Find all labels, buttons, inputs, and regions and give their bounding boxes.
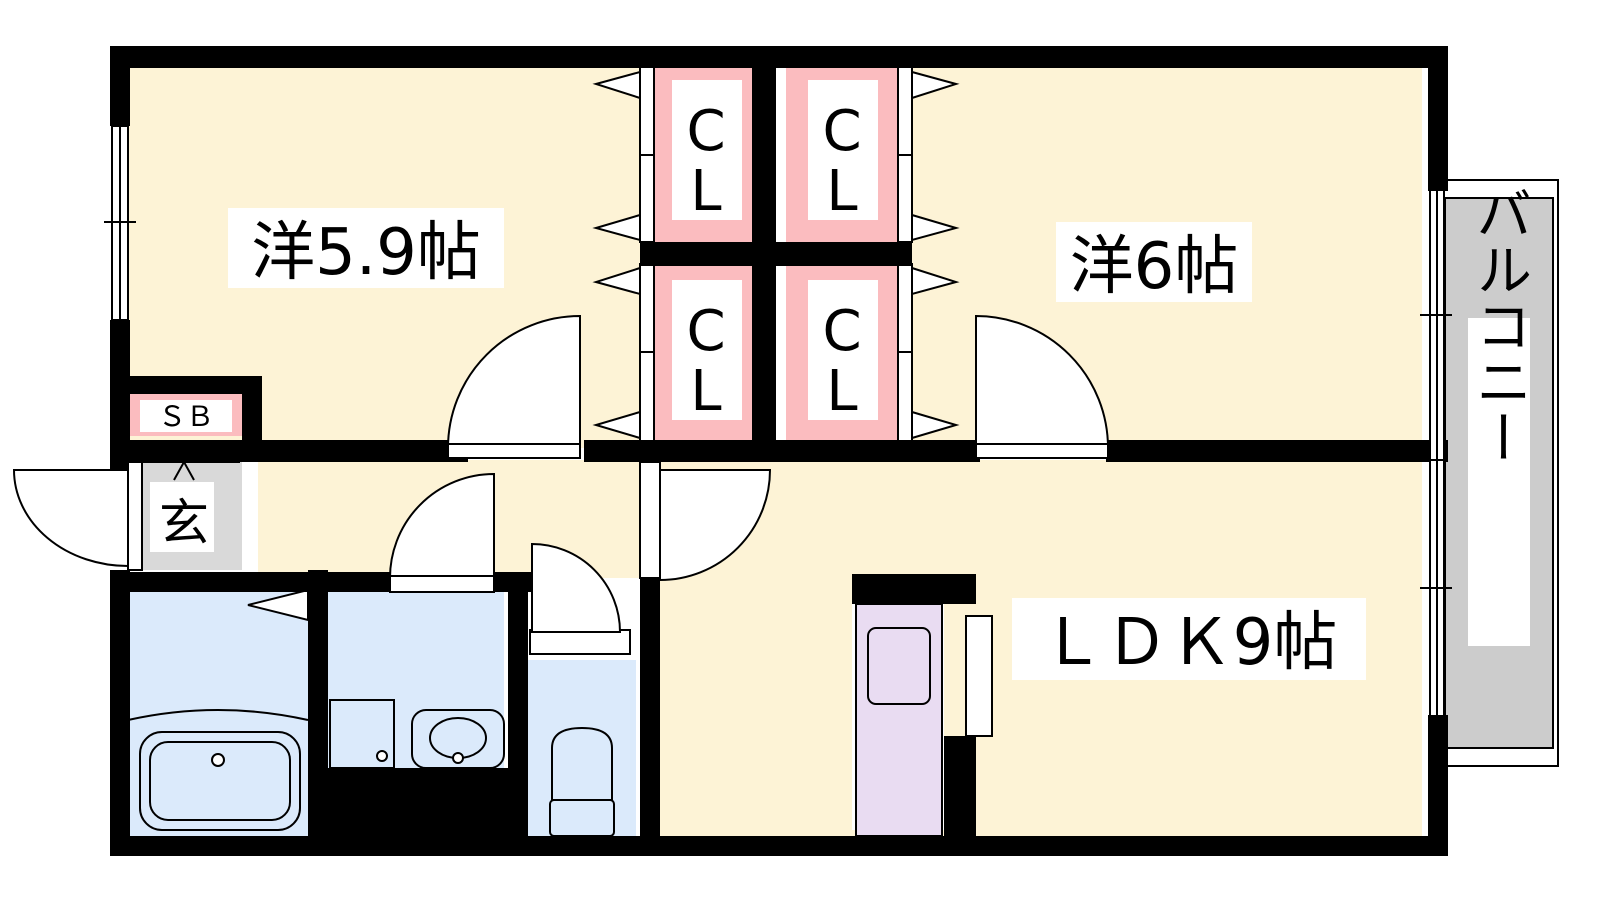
entrance: 玄 <box>128 459 242 570</box>
walls <box>110 46 1448 856</box>
label-western-left: 洋5.9帖 <box>251 216 481 290</box>
closet-1-l: L <box>690 159 721 224</box>
balcony-label: バルコニー <box>1467 185 1532 465</box>
door-front <box>12 469 129 568</box>
closet-2-l: L <box>826 159 857 224</box>
closet-3-l: L <box>690 359 721 424</box>
toilet-tank <box>549 799 615 837</box>
closets: C L C L C L C L <box>592 65 960 443</box>
bathroom <box>127 588 309 838</box>
closet-3-c: C <box>686 299 725 364</box>
door-toilet <box>531 542 622 633</box>
kitchen-sink <box>867 627 931 705</box>
windows <box>104 125 1452 717</box>
door-ldk <box>659 469 772 582</box>
door-western-right <box>975 314 1110 449</box>
closet-2-c: C <box>822 99 861 164</box>
shoe-box-label: ＳＢ <box>158 400 214 433</box>
doors[interactable] <box>12 314 1110 633</box>
balcony: バルコニー <box>1429 179 1559 767</box>
door-western-left <box>446 314 581 449</box>
door-washroom <box>388 472 495 581</box>
toilet-room <box>528 629 636 838</box>
entrance-label: 玄 <box>159 494 209 552</box>
closet-4-l: L <box>826 359 857 424</box>
kitchen <box>852 578 993 837</box>
label-western-right: 洋6帖 <box>1070 230 1239 304</box>
washroom <box>326 590 505 769</box>
shoe-box: ＳＢ <box>128 394 242 436</box>
label-ldk: ＬＤＫ9帖 <box>1041 606 1338 680</box>
closet-4-c: C <box>822 299 861 364</box>
closet-1-c: C <box>686 99 725 164</box>
toilet-bowl <box>551 726 613 801</box>
